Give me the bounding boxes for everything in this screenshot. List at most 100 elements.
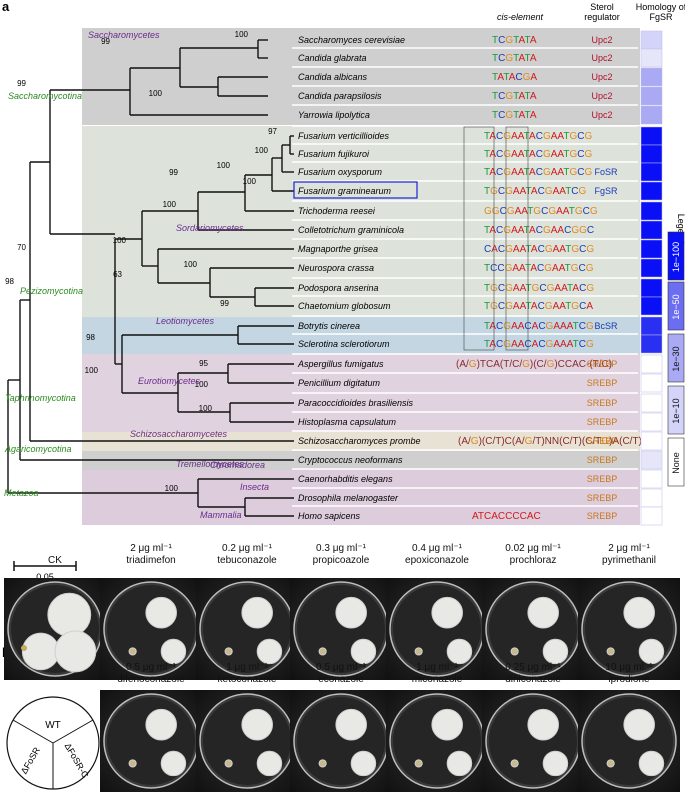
cis-element-sequence: ATCACCCCAC xyxy=(472,511,541,522)
nucleotide: G xyxy=(586,283,594,294)
nucleotide: C xyxy=(496,225,503,236)
nucleotide: A xyxy=(530,72,537,83)
nucleotide: G xyxy=(575,206,583,217)
sterol-regulator: BcSR xyxy=(594,321,618,331)
nucleotide: T xyxy=(484,186,490,197)
legend-label: 1e−50 xyxy=(671,294,681,319)
homology-cell xyxy=(640,220,663,240)
nucleotide: A xyxy=(520,244,527,255)
nucleotide: C xyxy=(498,110,505,121)
nucleotide: G xyxy=(471,436,479,447)
nucleotide: A xyxy=(519,110,526,121)
nucleotide: (A/ xyxy=(456,359,469,370)
species-name: Candida albicans xyxy=(298,72,368,82)
nucleotide: G xyxy=(503,167,511,178)
nucleotide: G xyxy=(505,186,513,197)
clade-label: Leotiomycetes xyxy=(156,316,215,326)
nucleotide: C xyxy=(536,131,543,142)
nucleotide: T xyxy=(484,321,490,332)
nucleotide: G xyxy=(586,321,594,332)
nucleotide: A xyxy=(532,321,539,332)
nucleotide: G xyxy=(492,206,500,217)
species-name: Podospora anserina xyxy=(298,283,379,293)
clade-band xyxy=(82,470,640,525)
nucleotide: G xyxy=(571,244,579,255)
nucleotide: A xyxy=(513,301,520,312)
header-regulator: regulator xyxy=(584,12,620,22)
homology-cell xyxy=(640,334,663,354)
nucleotide: A xyxy=(511,149,518,160)
nucleotide: C xyxy=(577,167,584,178)
nucleotide: T xyxy=(484,225,490,236)
cis-element-sequence: TACGAATACGAATGCG xyxy=(484,149,592,160)
highlight-box xyxy=(293,181,418,199)
cis-element-sequence: TCGTATA xyxy=(492,91,537,102)
nucleotide: G xyxy=(532,283,540,294)
nucleotide: G xyxy=(522,359,530,370)
homology-cell xyxy=(640,105,663,125)
nucleotide: C xyxy=(564,225,571,236)
scale-label: 0.05 xyxy=(36,572,54,582)
species-name: Homo sapicens xyxy=(298,511,361,521)
nucleotide: A xyxy=(511,225,518,236)
species-name: Paracoccidioides brasiliensis xyxy=(298,398,414,408)
nucleotide: A xyxy=(557,167,564,178)
nucleotide: )CCAC-(T/C) xyxy=(554,359,612,370)
bootstrap-value: 99 xyxy=(220,299,229,308)
bootstrap-value: 98 xyxy=(86,333,95,342)
sterol-regulator: SREBP xyxy=(587,436,618,446)
nucleotide: A xyxy=(561,283,568,294)
bootstrap-value: 95 xyxy=(199,359,208,368)
nucleotide: G xyxy=(586,244,594,255)
nucleotide: C xyxy=(538,321,545,332)
homology-cell xyxy=(640,354,663,374)
nucleotide: C xyxy=(579,244,586,255)
nucleotide: T xyxy=(565,186,571,197)
homology-cell xyxy=(640,86,663,106)
nucleotide: A xyxy=(531,301,538,312)
sterol-regulator: FoSR xyxy=(594,167,618,177)
nucleotide: G xyxy=(505,263,513,274)
nucleotide: A xyxy=(557,149,564,160)
nucleotide: T xyxy=(563,131,569,142)
bootstrap-value: 100 xyxy=(195,380,209,389)
species-name: Drosophila melanogaster xyxy=(298,493,399,503)
nucleotide: G xyxy=(545,301,553,312)
nucleotide: G xyxy=(569,167,577,178)
cis-element-sequence: TCGTATA xyxy=(492,53,537,64)
clade-label: Agaricomycotina xyxy=(4,444,72,454)
nucleotide: A xyxy=(560,339,567,350)
nucleotide: A xyxy=(512,263,519,274)
nucleotide: T xyxy=(484,149,490,160)
nucleotide: A xyxy=(511,167,518,178)
nucleotide: G xyxy=(545,244,553,255)
nucleotide: A xyxy=(520,301,527,312)
bootstrap-value: 100 xyxy=(235,30,249,39)
nucleotide: A xyxy=(551,167,558,178)
nucleotide: A xyxy=(489,149,496,160)
nucleotide: C xyxy=(538,301,545,312)
legend-swatch xyxy=(667,281,685,331)
nucleotide: C xyxy=(496,339,503,350)
nucleotide: T xyxy=(573,321,579,332)
nucleotide: A xyxy=(518,149,525,160)
header-cis-element: cis-element xyxy=(497,12,544,22)
species-name: Sclerotina sclerotiorum xyxy=(298,339,390,349)
nucleotide: G xyxy=(503,339,511,350)
clade-label: Saccharomycetes xyxy=(88,30,160,40)
nucleotide: T xyxy=(526,301,532,312)
nucleotide: T xyxy=(513,110,519,121)
nucleotide: T xyxy=(492,110,498,121)
nucleotide: G xyxy=(503,321,511,332)
species-name: Colletotrichum graminicola xyxy=(298,225,404,235)
nucleotide: C xyxy=(496,149,503,160)
nucleotide: A xyxy=(567,339,574,350)
nucleotide: A xyxy=(557,131,564,142)
nucleotide: G xyxy=(569,149,577,160)
sterol-regulator: FgSR xyxy=(594,186,618,196)
bootstrap-value: 100 xyxy=(149,89,163,98)
nucleotide: T xyxy=(513,91,519,102)
clade-band xyxy=(82,451,640,470)
nucleotide: A xyxy=(559,186,566,197)
